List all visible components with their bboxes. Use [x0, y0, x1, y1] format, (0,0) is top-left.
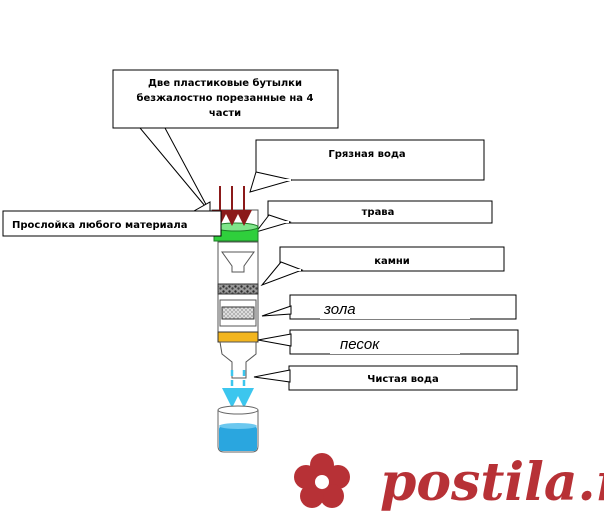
sand-label: песок [340, 336, 380, 353]
clean-water-callout: Чистая вода [253, 365, 518, 391]
bottles-callout-line2: безжалостно порезанные на 4 [137, 92, 314, 104]
layer-label: Прослойка любого материала [12, 219, 188, 231]
stones-layer [217, 283, 259, 295]
clean-water-arrows [222, 370, 254, 408]
ash-label: зола [323, 301, 356, 318]
watermark-brand: postila.ru [380, 452, 604, 513]
bottles-callout: Две пластиковые бутылки безжалостно поре… [112, 69, 339, 213]
flower-icon [294, 453, 350, 508]
dirty-water-label: Грязная вода [328, 149, 405, 160]
ash-callout: зола [261, 294, 517, 320]
watermark: postila.ru [294, 452, 604, 513]
dirty-water-callout: Грязная вода [249, 139, 485, 193]
grass-callout: трава [254, 200, 493, 233]
layer-callout: Прослойка любого материала [2, 201, 222, 237]
stones-callout: камни [260, 246, 505, 287]
clean-water-label: Чистая вода [367, 374, 438, 385]
ash-layer [221, 306, 255, 320]
clean-water-in-glass [219, 426, 257, 451]
grass-label: трава [362, 207, 395, 218]
sand-callout: песок [257, 329, 519, 355]
glass-icon [217, 405, 259, 453]
bottles-callout-line1: Две пластиковые бутылки [148, 77, 302, 89]
stones-label: камни [374, 256, 410, 267]
sand-layer [217, 331, 259, 343]
bottles-callout-line3: части [209, 108, 241, 119]
